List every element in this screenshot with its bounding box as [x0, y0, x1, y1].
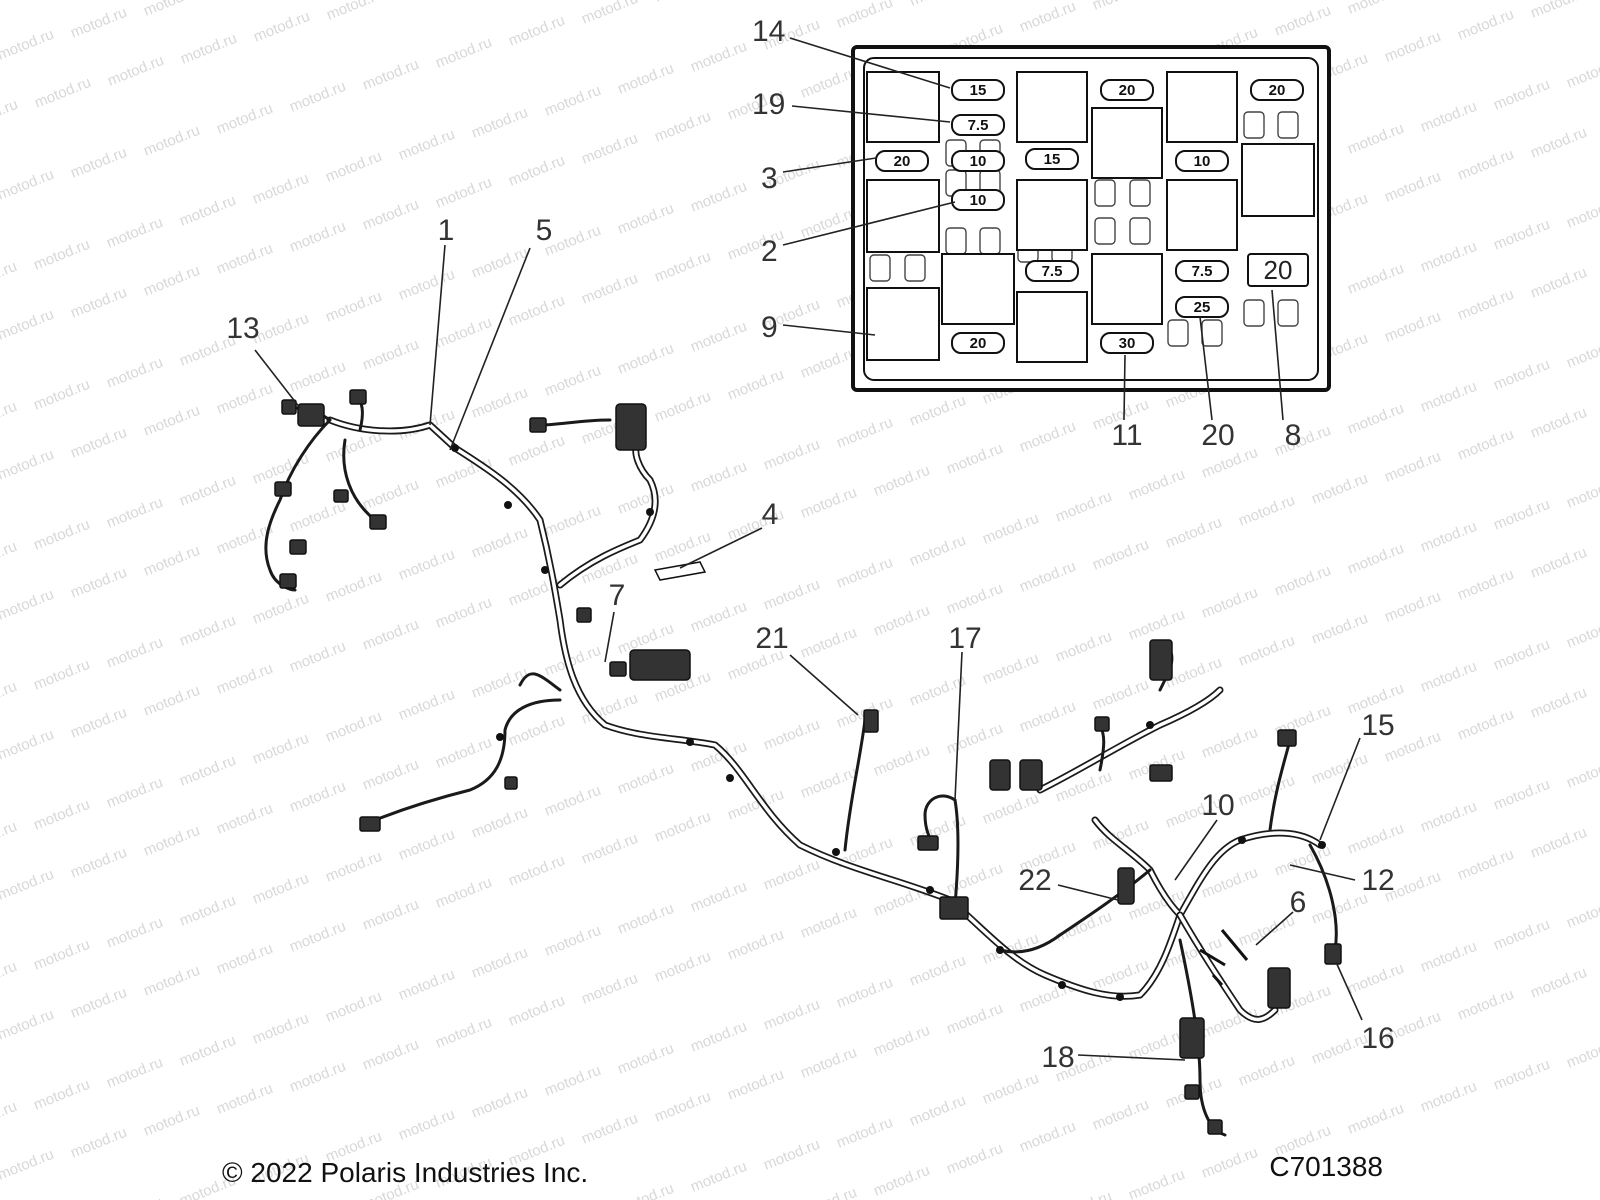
- screws: [1199, 929, 1249, 987]
- wiring-harness: [264, 389, 1342, 1137]
- tie-points: [451, 444, 1326, 1001]
- label-strip: [653, 561, 707, 581]
- fuse-value: 20: [970, 335, 987, 352]
- fuse-value: 10: [970, 192, 987, 209]
- callout-10: 10: [1201, 789, 1234, 822]
- relay: [1091, 253, 1163, 325]
- callout-4: 4: [762, 498, 779, 531]
- callout-20: 20: [1201, 419, 1234, 452]
- relay: [866, 71, 940, 143]
- fuse-value: 30: [1119, 335, 1136, 352]
- callout-11: 11: [1111, 419, 1142, 452]
- fuse-value: 10: [1194, 153, 1211, 170]
- callout-14: 14: [752, 15, 785, 48]
- relay: [1016, 291, 1088, 363]
- fuses: 15 20 20 7.5 20 10 15 10 10 7.5 7.5 20: [875, 79, 1309, 354]
- fuse-value: 15: [970, 82, 987, 99]
- fuse-value: 25: [1194, 299, 1211, 316]
- callout-19: 19: [752, 88, 785, 121]
- fuse-value: 20: [1264, 255, 1293, 285]
- relay: [1166, 179, 1238, 251]
- fuse-value: 20: [1269, 82, 1286, 99]
- copyright-notice: © 2022 Polaris Industries Inc.: [222, 1157, 588, 1188]
- callout-21: 21: [755, 622, 788, 655]
- callout-22: 22: [1018, 864, 1051, 897]
- relay: [866, 287, 940, 361]
- callout-1: 1: [438, 214, 455, 247]
- callout-7: 7: [609, 579, 626, 612]
- callout-16: 16: [1361, 1022, 1394, 1055]
- relays: [866, 71, 1315, 363]
- fuse-value: 15: [1044, 151, 1061, 168]
- callout-9: 9: [761, 311, 778, 344]
- callout-5: 5: [536, 214, 553, 247]
- relay: [941, 253, 1015, 325]
- leader-lines: [254, 37, 1363, 1061]
- fuse-box-inset: 15 20 20 7.5 20 10 15 10 10 7.5 7.5 20: [851, 45, 1331, 392]
- connectors: [274, 389, 1342, 1135]
- relay: [1016, 179, 1088, 251]
- callout-2: 2: [761, 235, 778, 268]
- callout-13: 13: [226, 312, 259, 345]
- diagram-code: C701388: [1269, 1151, 1383, 1182]
- fuse-value: 7.5: [1192, 263, 1213, 280]
- relay: [1241, 143, 1315, 217]
- callout-8: 8: [1285, 419, 1302, 452]
- callout-numbers: 14 19 3 2 9 11 20 8 1 5 13 4 7 21 17 10 …: [226, 15, 1394, 1074]
- relay: [866, 179, 940, 253]
- callout-6: 6: [1290, 886, 1307, 919]
- fuse-value: 10: [970, 153, 987, 170]
- relay: [1091, 107, 1163, 179]
- fuse-value: 7.5: [968, 117, 989, 134]
- relay: [1166, 71, 1238, 143]
- callout-15: 15: [1361, 709, 1394, 742]
- callout-3: 3: [761, 162, 778, 195]
- fuse-value: 7.5: [1042, 263, 1063, 280]
- fuse-value: 20: [1119, 82, 1136, 99]
- callout-17: 17: [948, 622, 981, 655]
- callout-12: 12: [1361, 864, 1394, 897]
- callout-18: 18: [1041, 1041, 1074, 1074]
- relay: [1016, 71, 1088, 143]
- fuse-value: 20: [894, 153, 911, 170]
